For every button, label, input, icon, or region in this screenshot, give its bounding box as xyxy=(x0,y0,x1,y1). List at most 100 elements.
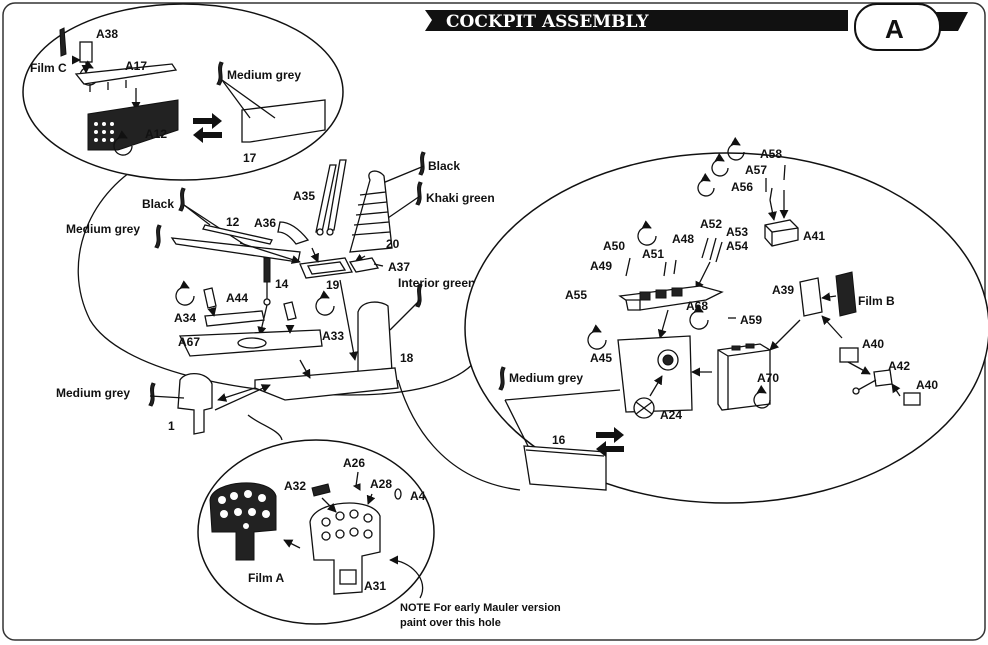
part-side-panel xyxy=(170,237,301,263)
inset-instrument-panel-bottom: Film A A31 A32 A26 A28 A4 NOTE For early… xyxy=(197,439,561,629)
part-label-medium-grey-right: Medium grey xyxy=(509,371,583,385)
part-label-medium-grey-bottom: Medium grey xyxy=(56,386,130,400)
paint-swatch-icon xyxy=(498,366,506,391)
header-banner: COCKPIT ASSEMBLY A xyxy=(425,3,968,51)
part-label-p12: 12 xyxy=(226,215,240,229)
inset-instrument-panel-top: A38 Film C A17 A12 Medium grey 17 xyxy=(22,3,344,181)
part-18-bulkhead xyxy=(357,301,393,379)
left-parts-group: Black Medium grey 12 A36 14 19 A37 xyxy=(66,187,410,336)
part-a36 xyxy=(277,221,310,245)
part-label-black-left: Black xyxy=(142,197,174,211)
part-label-p1: 1 xyxy=(168,419,175,433)
part-label-p14: 14 xyxy=(275,277,289,291)
part-label-a31: A31 xyxy=(364,579,386,593)
part-label-film-b: Film B xyxy=(858,294,895,308)
paint-swatch-icon xyxy=(415,181,423,206)
part-16-panel xyxy=(523,445,607,491)
part-label-film-c: Film C xyxy=(30,61,67,75)
part-a17 xyxy=(74,63,178,85)
paint-swatch-icon xyxy=(415,283,423,308)
part-label-a17: A17 xyxy=(125,59,147,73)
part-a67 xyxy=(178,329,323,357)
film-a-panel xyxy=(209,482,277,561)
part-label-black-seat: Black xyxy=(428,159,460,173)
part-label-interior-green: Interior green xyxy=(398,276,475,290)
part-label-a34: A34 xyxy=(174,311,196,325)
connector-line xyxy=(397,379,521,491)
paint-swatch-icon xyxy=(178,187,186,212)
part-label-a4: A4 xyxy=(410,489,426,503)
part-label-a45: A45 xyxy=(590,351,612,365)
part-a39 xyxy=(799,277,823,317)
page-title: COCKPIT ASSEMBLY xyxy=(446,12,649,32)
part-label-medium-grey-top: Medium grey xyxy=(227,68,301,82)
part-label-p18: 18 xyxy=(400,351,414,365)
part-a41 xyxy=(764,219,799,247)
part-a44 xyxy=(203,287,217,309)
part-1-group: Medium grey 1 xyxy=(56,373,271,435)
part-label-a51: A51 xyxy=(642,247,664,261)
rotate-icon xyxy=(637,220,657,246)
part-17-panel xyxy=(241,99,326,143)
part-label-a40-top: A40 xyxy=(862,337,884,351)
part-label-a12: A12 xyxy=(145,127,167,141)
part-label-p20: 20 xyxy=(386,237,400,251)
part-label-a36: A36 xyxy=(254,216,276,230)
part-a12-panel xyxy=(87,99,179,151)
right-assembly-group: A41 A58 A57 A56 A52 A53 A54 A48 A50 A51 … xyxy=(464,136,988,504)
part-label-khaki-green: Khaki green xyxy=(426,191,495,205)
part-label-a32: A32 xyxy=(284,479,306,493)
rotate-icon xyxy=(587,324,607,350)
part-label-a67: A67 xyxy=(178,335,200,349)
part-20-seat xyxy=(349,170,393,253)
part-label-a53: A53 xyxy=(726,225,748,239)
part-label-p19: 19 xyxy=(326,278,340,292)
part-a37 xyxy=(348,257,380,273)
part-label-a50: A50 xyxy=(603,239,625,253)
part-a35-harness xyxy=(327,159,347,231)
part-a32 xyxy=(311,483,331,497)
part-label-a28: A28 xyxy=(370,477,392,491)
part-label-a48: A48 xyxy=(672,232,694,246)
rotate-icon xyxy=(689,304,709,330)
part-a34 xyxy=(204,310,265,327)
part-label-a49: A49 xyxy=(590,259,612,273)
rotate-icon xyxy=(175,280,195,306)
part-1-bulkhead xyxy=(177,373,213,435)
part-label-a58: A58 xyxy=(760,147,782,161)
part-a40-top xyxy=(839,347,859,363)
part-12-rod xyxy=(202,224,273,245)
part-label-film-a: Film A xyxy=(248,571,285,585)
part-label-a55: A55 xyxy=(565,288,587,302)
part-label-a37: A37 xyxy=(388,260,410,274)
part-label-a41: A41 xyxy=(803,229,825,243)
part-label-a40-bottom: A40 xyxy=(916,378,938,392)
part-14-stick xyxy=(263,257,271,283)
part-label-a39: A39 xyxy=(772,283,794,297)
rotate-icon xyxy=(753,384,771,409)
part-label-a57: A57 xyxy=(745,163,767,177)
part-label-a42: A42 xyxy=(888,359,910,373)
part-19 xyxy=(299,257,353,279)
part-label-p17: 17 xyxy=(243,151,257,165)
part-a45-panel xyxy=(617,335,693,413)
film-b-strip xyxy=(835,271,857,317)
part-label-medium-grey-left: Medium grey xyxy=(66,222,140,236)
paint-swatch-icon xyxy=(418,151,426,176)
part-label-a56: A56 xyxy=(731,180,753,194)
paint-swatch-icon xyxy=(154,224,162,249)
step-letter: A xyxy=(885,14,904,44)
part-label-a38: A38 xyxy=(96,27,118,41)
note-pointer xyxy=(389,555,424,599)
connector-line xyxy=(247,414,283,441)
part-a40-bottom xyxy=(903,392,921,406)
part-a33 xyxy=(283,301,297,321)
paint-swatch-icon xyxy=(216,61,224,86)
part-label-a52: A52 xyxy=(700,217,722,231)
part-label-a26: A26 xyxy=(343,456,365,470)
floor-group: Interior green 18 A67 A34 A44 A33 xyxy=(174,276,475,401)
part-label-a70: A70 xyxy=(757,371,779,385)
rotate-icon xyxy=(315,290,335,316)
part-label-a35: A35 xyxy=(293,189,315,203)
